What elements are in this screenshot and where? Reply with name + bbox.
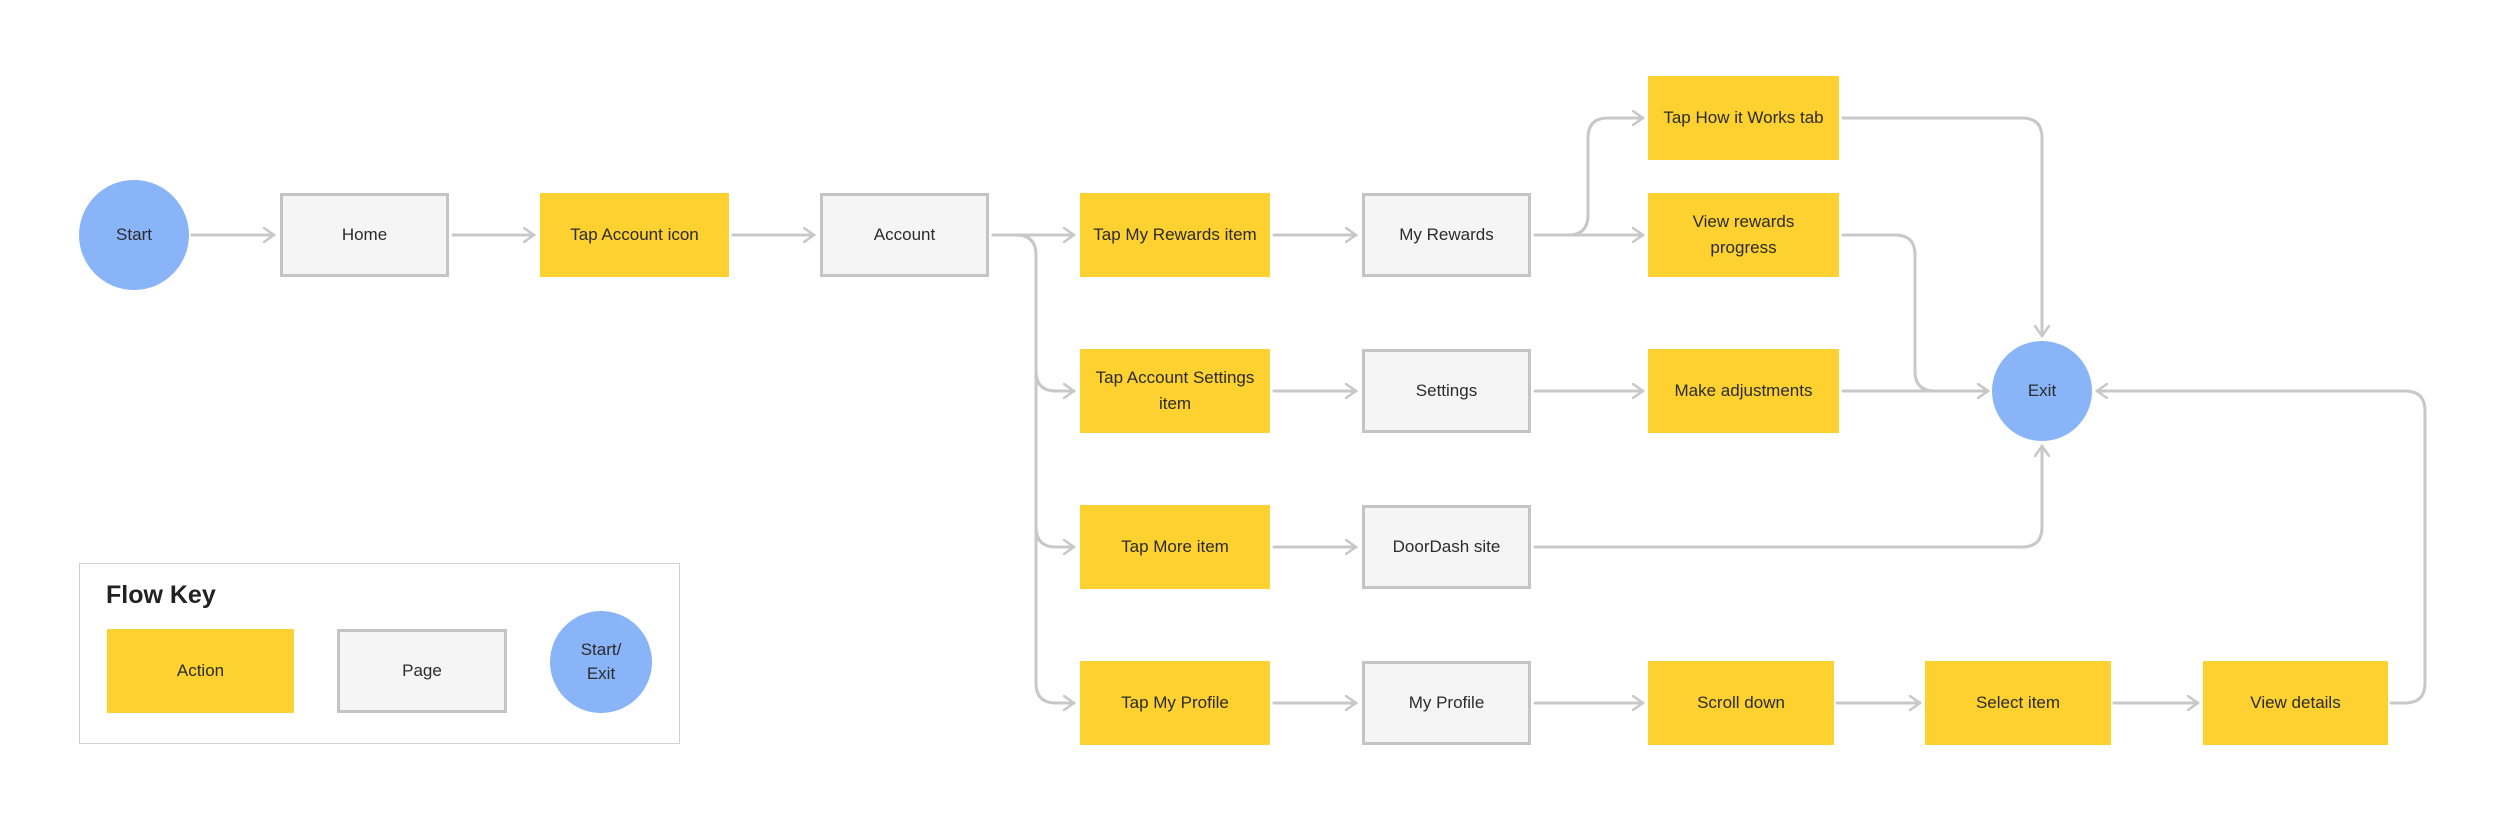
view-details-action: View details	[2203, 661, 2388, 745]
tap-how-it-works-tab-action: Tap How it Works tab	[1648, 76, 1839, 160]
edge-how-it-works-exit	[1841, 116, 2042, 338]
legend-page-swatch: Page	[337, 629, 507, 713]
my-profile-page-node: My Profile	[1362, 661, 1531, 745]
select-item-action: Select item	[1925, 661, 2111, 745]
account-page-node: Account	[820, 193, 989, 277]
view-rewards-progress-action: View rewards progress	[1648, 193, 1839, 277]
edge-account-tap-account-settings	[991, 233, 1076, 391]
tap-more-item-action: Tap More item	[1080, 505, 1270, 589]
home-page-node: Home	[280, 193, 449, 277]
edge-account-tap-more	[1034, 369, 1076, 547]
start-node: Start	[79, 180, 189, 290]
doordash-site-page-node: DoorDash site	[1362, 505, 1531, 589]
flow-key-title: Flow Key	[106, 581, 216, 609]
make-adjustments-action: Make adjustments	[1648, 349, 1839, 433]
edge-account-tap-my-profile	[1034, 525, 1076, 703]
edge-my-rewards-tap-how-it-works	[1566, 118, 1645, 237]
exit-node: Exit	[1992, 341, 2092, 441]
legend-action-swatch: Action	[107, 629, 294, 713]
settings-page-node: Settings	[1362, 349, 1531, 433]
edge-view-progress-exit	[1841, 233, 1990, 391]
tap-account-icon-action: Tap Account icon	[540, 193, 729, 277]
legend-terminal-swatch: Start/ Exit	[550, 611, 652, 713]
tap-account-settings-item-action: Tap Account Settings item	[1080, 349, 1270, 433]
scroll-down-action: Scroll down	[1648, 661, 1834, 745]
tap-my-profile-action: Tap My Profile	[1080, 661, 1270, 745]
tap-my-rewards-item-action: Tap My Rewards item	[1080, 193, 1270, 277]
edge-doordash-site-exit	[1533, 444, 2042, 549]
edge-view-details-exit	[2095, 391, 2427, 705]
my-rewards-page-node: My Rewards	[1362, 193, 1531, 277]
